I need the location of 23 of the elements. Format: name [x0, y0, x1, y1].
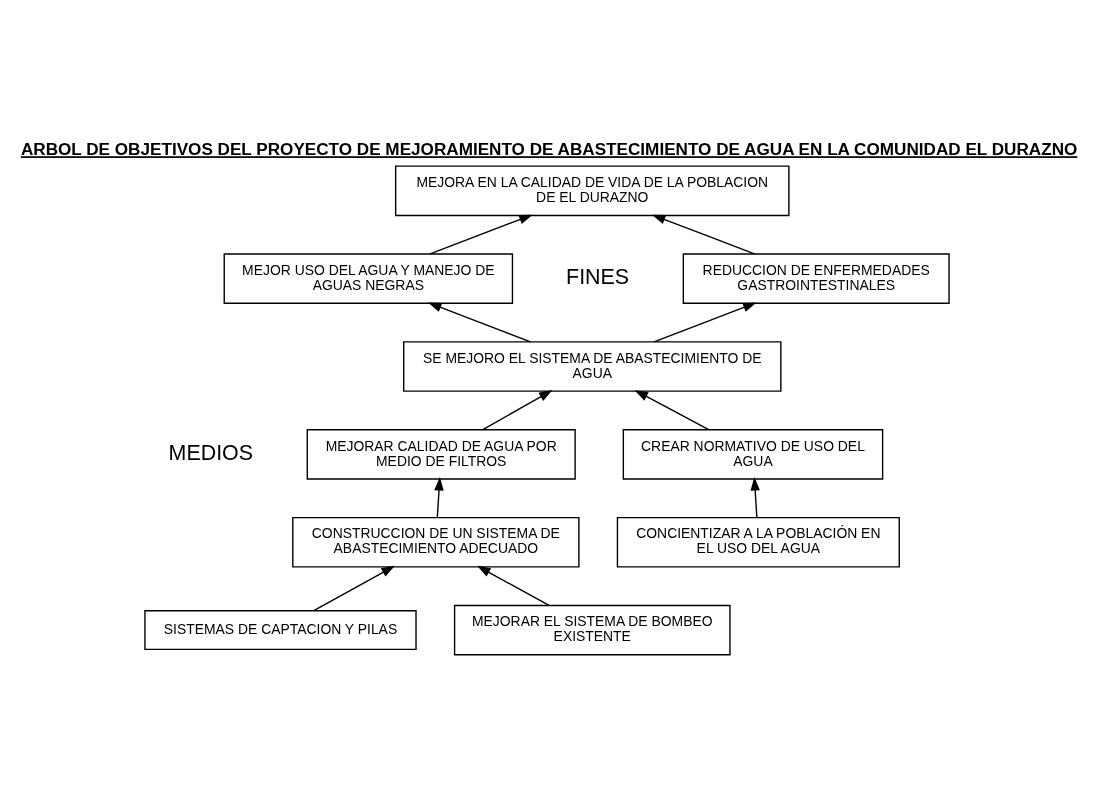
arrow [651, 214, 756, 255]
label: FINES [566, 265, 630, 289]
node-box: CONSTRUCCION DE UN SISTEMA DE ABASTECIMIENTO ADECUADO [292, 516, 580, 568]
arrow [653, 302, 757, 343]
node-box: REDUCCION DE ENFERMEDADES GASTROINTESTINALES [682, 253, 950, 304]
node-box: MEJORAR EL SISTEMA DE BOMBEO EXISTENTE [453, 604, 731, 656]
arrow [750, 477, 760, 518]
arrow [313, 565, 395, 612]
arrow [427, 302, 532, 343]
arrow [477, 565, 550, 607]
node-box: SE MEJORO EL SISTEMA DE ABASTECIMIENTO DE AGUA [403, 341, 782, 392]
arrow [482, 390, 553, 431]
node-box: MEJORA EN LA CALIDAD DE VIDA DE LA POBLACION DE EL DURAZNO [394, 165, 790, 217]
node-box: CONCIENTIZAR A LA POBLACIÓN EN EL USO DEL AGUA [616, 516, 900, 568]
arrow [634, 390, 710, 431]
diagram-title: ARBOL DE OBJETIVOS DEL PROYECTO DE MEJORAMIENTO DE ABASTECIMIENTO DE AGUA EN LA COMUNIDAD EL DURAZNO [20, 139, 1078, 160]
label: MEDIOS [168, 440, 254, 465]
node-box: MEJOR USO DEL AGUA Y MANEJO DE AGUAS NEGRAS [223, 253, 514, 304]
node-box: SISTEMAS DE CAPTACION Y PILAS [144, 610, 417, 651]
arrow [429, 214, 533, 255]
node-box: MEJORAR CALIDAD DE AGUA POR MEDIO DE FILTROS [306, 429, 576, 480]
node-box: CREAR NORMATIVO DE USO DEL AGUA [622, 429, 884, 480]
arrow [434, 477, 444, 518]
